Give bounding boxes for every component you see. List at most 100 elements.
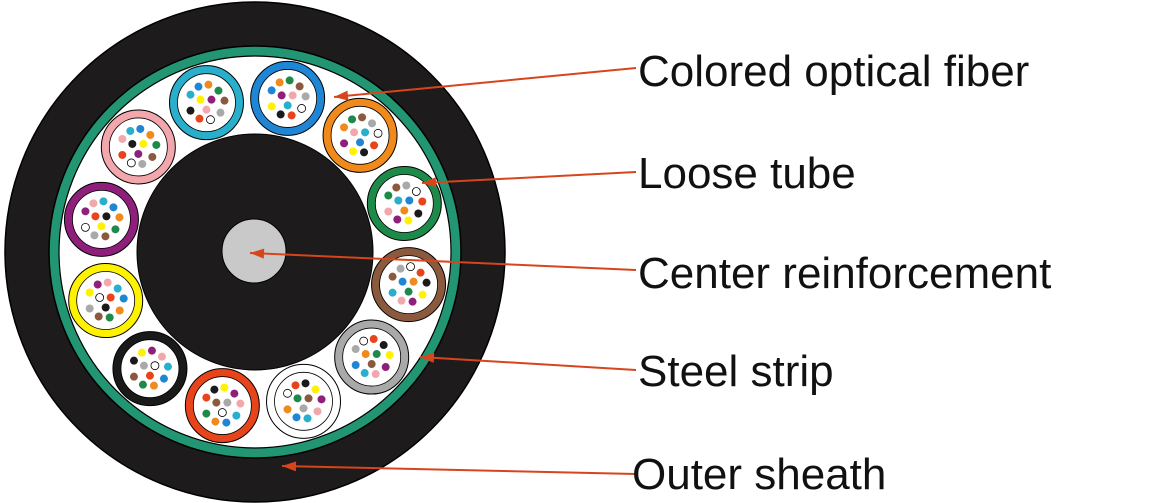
optical-fiber bbox=[129, 372, 138, 381]
optical-fiber bbox=[129, 356, 138, 365]
optical-fiber bbox=[370, 141, 379, 150]
optical-fiber bbox=[291, 381, 300, 390]
optical-fiber bbox=[295, 82, 304, 91]
leader-center bbox=[249, 252, 637, 271]
optical-fiber bbox=[113, 284, 122, 293]
label-loose-tube: Loose tube bbox=[638, 149, 856, 198]
optical-fiber bbox=[118, 134, 127, 143]
optical-fiber bbox=[102, 212, 111, 221]
optical-fiber bbox=[146, 130, 155, 139]
optical-fiber bbox=[350, 128, 359, 137]
optical-fiber bbox=[212, 398, 221, 407]
optical-fiber bbox=[202, 393, 211, 402]
optical-fiber bbox=[373, 128, 383, 138]
optical-fiber bbox=[404, 287, 413, 296]
optical-fiber bbox=[139, 139, 148, 148]
optical-fiber bbox=[303, 414, 312, 423]
label-center-reinforcement: Center reinforcement bbox=[638, 249, 1051, 298]
optical-fiber bbox=[297, 104, 307, 113]
optical-fiber bbox=[275, 78, 284, 87]
optical-fiber bbox=[222, 418, 231, 427]
optical-fiber bbox=[293, 394, 302, 403]
optical-fiber bbox=[418, 197, 427, 206]
label-colored-optical-fiber: Colored optical fiber bbox=[638, 47, 1029, 96]
optical-fiber bbox=[109, 203, 118, 212]
optical-fiber bbox=[392, 183, 401, 192]
optical-fiber bbox=[118, 150, 127, 159]
loose-tube-aqua bbox=[168, 65, 244, 141]
optical-fiber bbox=[288, 91, 297, 100]
optical-fiber bbox=[361, 128, 370, 137]
optical-fiber bbox=[85, 304, 94, 313]
optical-fiber bbox=[304, 394, 313, 403]
optical-fiber bbox=[360, 148, 369, 157]
loose-tube-green bbox=[366, 165, 442, 241]
optical-fiber bbox=[152, 140, 161, 149]
optical-fiber bbox=[356, 138, 365, 147]
optical-fiber bbox=[360, 369, 369, 378]
optical-fiber bbox=[186, 90, 195, 99]
optical-fiber bbox=[220, 96, 229, 105]
leader-tube bbox=[421, 171, 637, 184]
optical-fiber bbox=[409, 277, 418, 286]
optical-fiber bbox=[317, 395, 326, 404]
optical-fiber bbox=[101, 303, 110, 312]
optical-fiber bbox=[368, 119, 377, 128]
leader-strip bbox=[419, 356, 637, 371]
optical-fiber bbox=[371, 370, 380, 379]
optical-fiber bbox=[301, 92, 310, 101]
optical-fiber bbox=[393, 215, 402, 224]
optical-fiber bbox=[149, 381, 158, 390]
optical-fiber bbox=[195, 114, 204, 123]
loose-tube-ring bbox=[63, 60, 447, 444]
loose-tube-red bbox=[184, 368, 260, 444]
optical-fiber bbox=[405, 196, 414, 205]
loose-tube-white bbox=[266, 363, 342, 439]
optical-fiber bbox=[194, 82, 203, 91]
loose-tube-yellow bbox=[68, 263, 144, 339]
optical-fiber bbox=[126, 126, 135, 135]
optical-fiber bbox=[220, 383, 229, 392]
optical-fiber bbox=[267, 86, 276, 95]
optical-fiber bbox=[136, 124, 145, 133]
optical-fiber bbox=[115, 306, 124, 315]
optical-fiber bbox=[301, 379, 310, 388]
optical-fiber bbox=[388, 288, 397, 297]
optical-fiber bbox=[340, 123, 349, 132]
optical-fiber bbox=[400, 206, 409, 215]
optical-fiber bbox=[411, 187, 421, 196]
optical-fiber bbox=[94, 312, 103, 321]
optical-fiber bbox=[236, 399, 245, 408]
optical-fiber bbox=[202, 105, 211, 114]
optical-fiber bbox=[93, 280, 102, 289]
optical-fiber bbox=[138, 159, 147, 168]
optical-fiber bbox=[105, 313, 114, 322]
leader-sheath bbox=[281, 465, 637, 475]
optical-fiber bbox=[126, 158, 136, 168]
optical-fiber bbox=[361, 350, 370, 359]
loose-tube-black bbox=[112, 331, 188, 407]
optical-fiber bbox=[138, 380, 147, 389]
optical-fiber bbox=[223, 398, 232, 407]
optical-fiber bbox=[119, 294, 128, 303]
loose-tube-orange bbox=[322, 97, 398, 173]
leader-fiber-arrowhead bbox=[334, 90, 349, 101]
optical-fiber bbox=[217, 408, 227, 417]
optical-fiber bbox=[287, 111, 296, 120]
optical-fiber bbox=[159, 374, 168, 383]
optical-fiber bbox=[128, 139, 137, 148]
optical-fiber bbox=[349, 147, 358, 156]
optical-fiber bbox=[276, 110, 285, 119]
leader-tube-arrowhead bbox=[422, 177, 437, 188]
optical-fiber bbox=[115, 213, 124, 222]
optical-fiber bbox=[91, 212, 100, 221]
optical-fiber bbox=[150, 361, 160, 371]
optical-fiber bbox=[292, 413, 301, 422]
optical-fiber bbox=[145, 371, 154, 380]
optical-fiber bbox=[207, 95, 216, 104]
optical-fiber bbox=[283, 101, 292, 110]
optical-fiber bbox=[283, 405, 292, 414]
optical-fiber bbox=[372, 350, 381, 359]
optical-fiber bbox=[384, 207, 393, 216]
